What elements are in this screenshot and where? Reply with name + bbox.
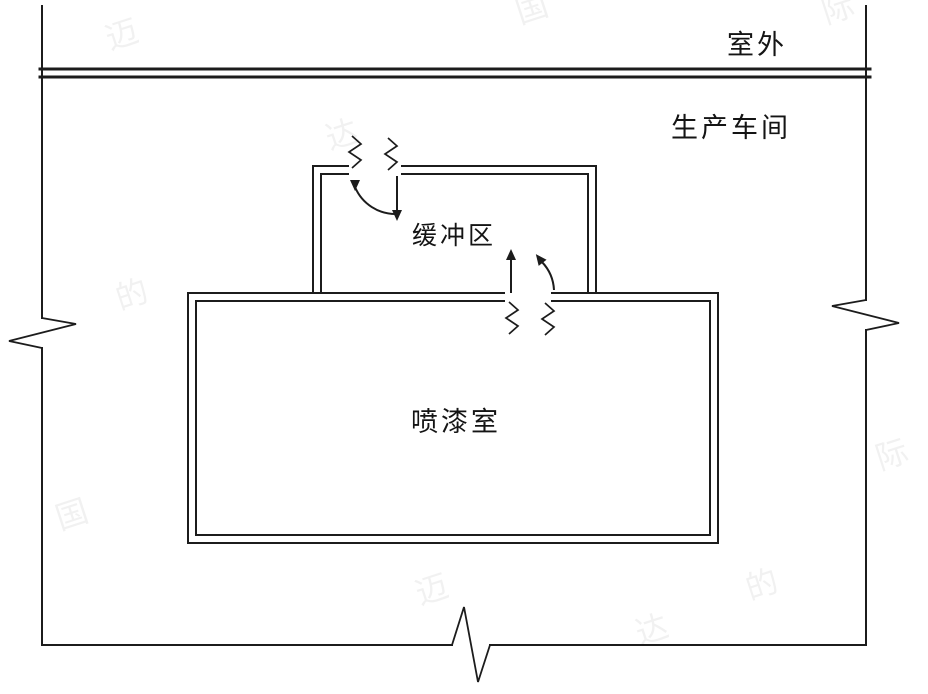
buffer-zone-room-outline [312, 165, 597, 294]
watermark-glyph: 迈 [101, 13, 143, 57]
paint-room-outer-wall [187, 292, 719, 544]
watermark-glyph: 国 [511, 0, 553, 31]
buffer-paint-door [504, 249, 556, 336]
bottom-boundary-wall [41, 606, 867, 683]
door-swing-arrowhead [350, 180, 360, 191]
paint-room-outline [187, 292, 719, 544]
watermark: 迈 达 国 际 的 国 迈 达 际 的 [51, 0, 913, 652]
paint-room-inner-wall [195, 300, 711, 536]
watermark-glyph: 际 [871, 433, 913, 477]
door-swing-arrowhead [392, 210, 402, 221]
buffer-zone-inner-wall [320, 173, 589, 294]
bottom-wall-break-symbol [451, 606, 491, 683]
door-spring-zigzag-icon [383, 137, 399, 171]
exterior-double-wall-line [38, 67, 872, 79]
door-swing-arc [541, 261, 555, 291]
left-wall-break-symbol [8, 317, 77, 349]
door-spring-zigzag-icon [347, 135, 363, 169]
door-swing-arc [354, 186, 398, 216]
watermark-glyph: 迈 [411, 568, 453, 612]
label-workshop: 生产车间 [671, 113, 791, 143]
watermark-glyph: 达 [321, 113, 363, 157]
right-boundary-wall [831, 5, 900, 646]
watermark-glyph: 的 [741, 563, 783, 607]
buffer-zone-outer-wall [312, 165, 597, 294]
door-swing-arrowhead [535, 254, 547, 266]
label-outdoor: 室外 [727, 30, 787, 60]
right-wall-break-symbol [831, 299, 900, 331]
watermark-glyph: 国 [51, 493, 93, 537]
buffer-top-door [347, 135, 402, 221]
label-buffer-zone: 缓冲区 [412, 222, 496, 250]
door-spring-zigzag-icon [540, 302, 556, 336]
label-paint-room: 喷漆室 [411, 407, 501, 437]
watermark-glyph: 际 [817, 0, 859, 31]
door-swing-arrowhead [506, 249, 516, 260]
door-spring-zigzag-icon [504, 301, 520, 335]
watermark-glyph: 的 [111, 273, 153, 317]
left-boundary-wall [8, 5, 77, 646]
